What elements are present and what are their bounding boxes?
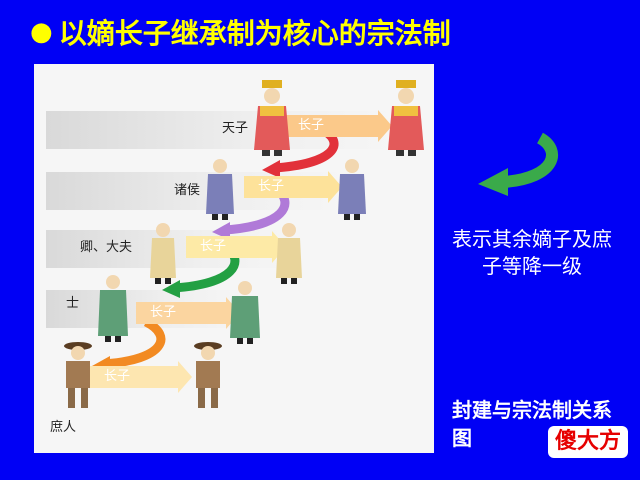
qingdafu-figure-right (276, 223, 302, 284)
eldest-son-label: 长子 (258, 179, 285, 194)
diagram-caption: 封建与宗法制关系图 (452, 398, 612, 450)
hierarchy-diagram: 天子 诸侯 卿、大夫 士 庶人 长子 长子 长子 长子 长子 (34, 64, 434, 453)
bullet-icon: ● (30, 17, 53, 47)
shuren-figure-left (64, 342, 92, 408)
watermark-logo: 傻大方 (548, 426, 628, 458)
zhuhou-figure-right (338, 159, 366, 220)
rank-label-zhuhou: 诸侯 (174, 183, 201, 198)
curve-arrowhead-purple (212, 222, 230, 240)
slide-title: ● 以嫡长子继承制为核心的宗法制 (30, 12, 451, 52)
slide-title-text: 以嫡长子继承制为核心的宗法制 (58, 17, 451, 50)
rank-label-shi: 士 (66, 296, 80, 311)
eldest-son-arrow-shuren: 长子 (90, 361, 192, 393)
curve-arrowhead-red (262, 160, 280, 178)
eldest-son-arrow-zhuhou: 长子 (244, 171, 342, 203)
legend-description: 表示其余嫡子及庶子等降一级 (452, 227, 612, 278)
rank-label-shuren: 庶人 (50, 420, 77, 435)
eldest-son-arrow-tianzi: 长子 (284, 110, 392, 142)
shi-figure-left (98, 275, 128, 342)
tianzi-figure-left (254, 80, 290, 156)
shi-figure-right (230, 281, 260, 344)
rank-label-qingdafu: 卿、大夫 (80, 240, 133, 255)
curve-arrow-orange (103, 317, 166, 369)
eldest-son-arrow-shi: 长子 (136, 297, 240, 329)
rank-label-tianzi: 天子 (222, 121, 249, 136)
curve-arrowhead-green (162, 280, 180, 298)
qingdafu-figure-left (150, 223, 176, 284)
tianzi-figure-right (388, 80, 424, 156)
eldest-son-label: 长子 (298, 118, 325, 133)
eldest-son-label: 长子 (150, 305, 177, 320)
eldest-son-label: 长子 (200, 239, 227, 254)
shuren-figure-right (194, 342, 222, 408)
zhuhou-figure-left (206, 159, 234, 220)
eldest-son-label: 长子 (104, 369, 131, 384)
demotion-arrow-icon (478, 132, 558, 196)
eldest-son-arrow-qingdafu: 长子 (186, 231, 286, 263)
